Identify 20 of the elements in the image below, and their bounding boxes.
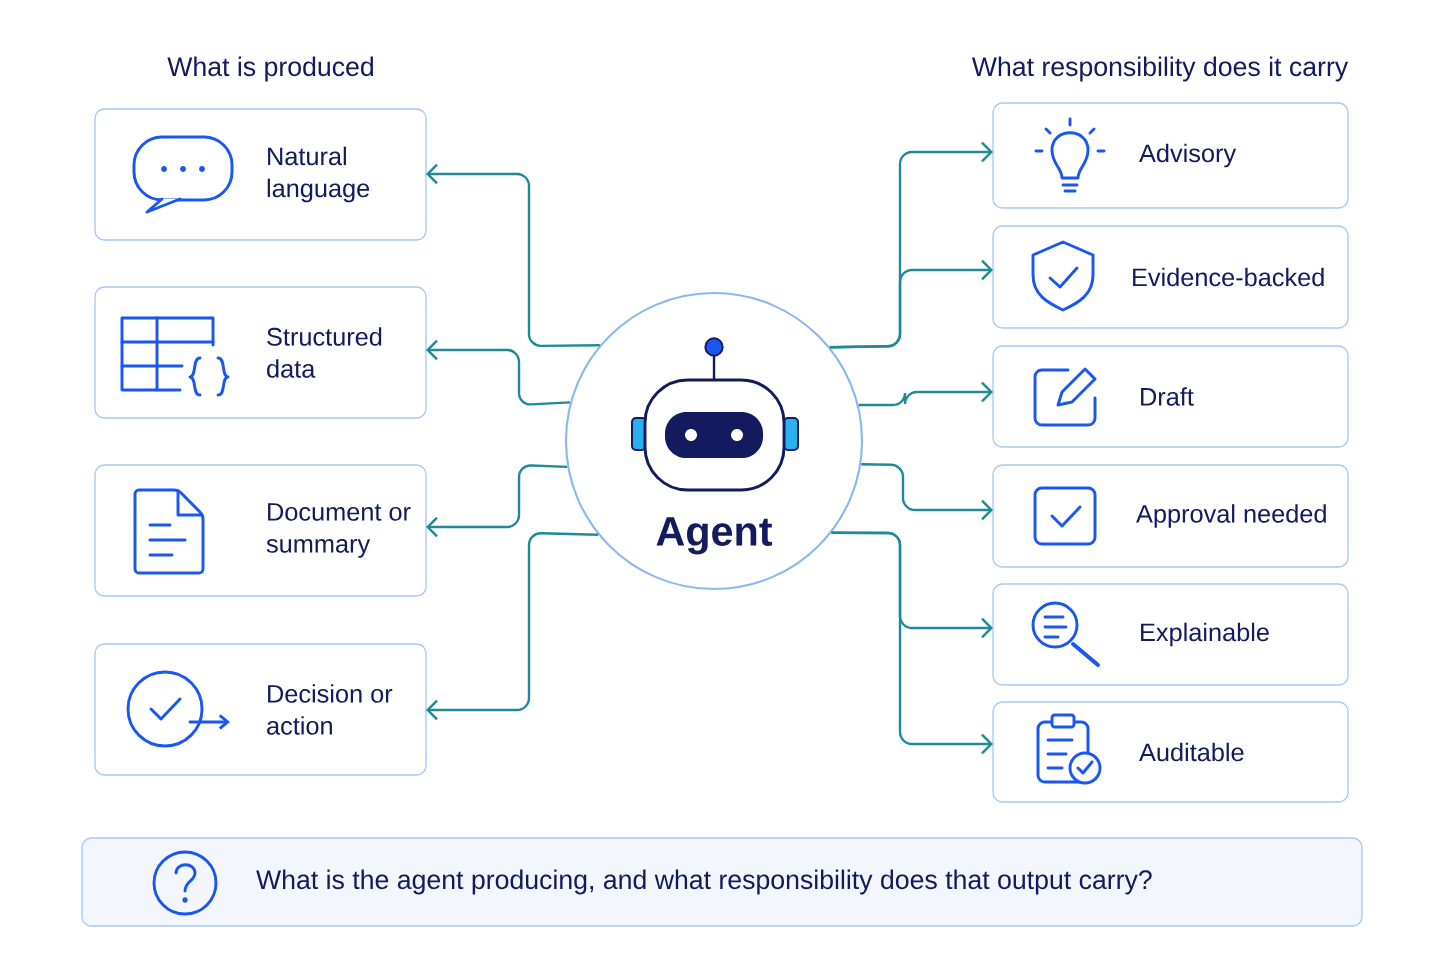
category-box: Draft (992, 345, 1349, 448)
arrow (831, 531, 993, 755)
arrow (426, 464, 568, 538)
question-banner: What is the agent producing, and what responsibility does that output carry? (81, 837, 1363, 927)
category-box: Structured data (94, 286, 427, 419)
category-box: Advisory (992, 102, 1349, 209)
arrow (426, 339, 571, 406)
category-box: Approval needed (992, 464, 1349, 568)
arrow (829, 259, 993, 349)
arrow (426, 163, 600, 348)
category-box: Decision or action (94, 643, 427, 776)
arrow (861, 463, 993, 521)
arrow (426, 532, 599, 721)
category-box: Evidence-backed (992, 225, 1349, 329)
category-box: Explainable (992, 583, 1349, 686)
arrow (858, 381, 993, 407)
category-box: Document or summary (94, 464, 427, 597)
category-box: Auditable (992, 701, 1349, 803)
category-box: Natural language (94, 108, 427, 241)
column-heading: What is produced (167, 56, 373, 82)
